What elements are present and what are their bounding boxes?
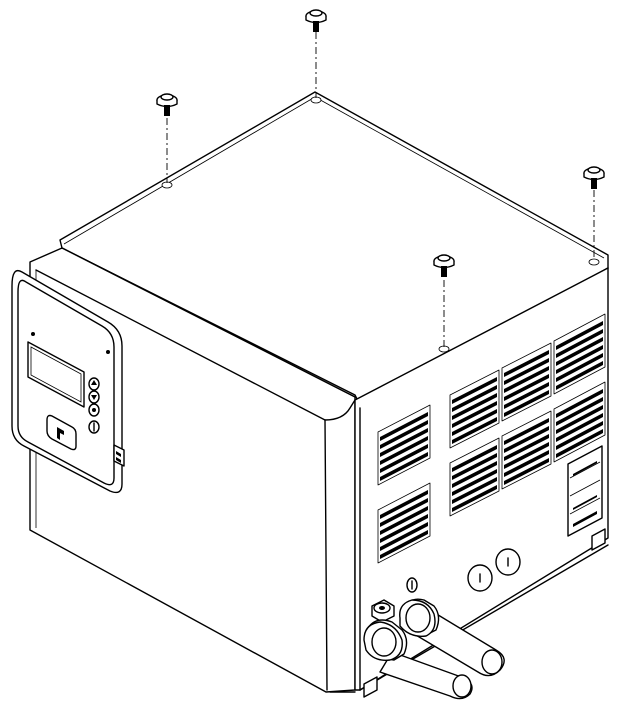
controller-buttons xyxy=(88,377,100,434)
screw-front-left xyxy=(433,254,455,347)
knockout-right xyxy=(495,548,521,576)
controller-display xyxy=(27,341,85,408)
screw-rear-right xyxy=(305,9,327,98)
knockout-left xyxy=(467,564,493,592)
vent-grilles xyxy=(377,313,606,564)
vent-grille-mid-2 xyxy=(501,410,552,490)
rating-label xyxy=(567,445,603,537)
screw-front-right xyxy=(583,166,605,260)
vent-grille-upper-2 xyxy=(501,342,552,422)
controller-unit xyxy=(11,269,125,494)
down-icon xyxy=(88,390,100,404)
cable-glands xyxy=(363,598,505,700)
status-led-right xyxy=(106,350,110,354)
status-led-left xyxy=(31,332,35,336)
vent-grille-lower-left xyxy=(377,482,431,564)
power-icon xyxy=(88,420,100,434)
vent-grille-mid-left xyxy=(377,404,431,486)
foot-right xyxy=(591,528,606,551)
screw-hole-front-right xyxy=(588,258,600,266)
knockouts xyxy=(406,548,521,593)
vent-grille-mid-1 xyxy=(449,437,500,517)
set-icon xyxy=(88,403,100,417)
cable-gland-large-1 xyxy=(399,598,505,677)
screws xyxy=(156,9,605,347)
up-icon xyxy=(88,377,100,391)
power-plug-icon xyxy=(46,414,77,451)
vent-grille-upper-1 xyxy=(449,369,500,449)
foot-left xyxy=(363,676,378,698)
ground-symbol-icon xyxy=(406,577,418,593)
cable-gland-large-2 xyxy=(363,619,473,700)
cable-gland-small xyxy=(371,599,395,623)
vent-grille-upper-3 xyxy=(553,313,606,395)
screw-rear-left xyxy=(156,93,178,183)
vent-grille-mid-3 xyxy=(553,381,606,463)
